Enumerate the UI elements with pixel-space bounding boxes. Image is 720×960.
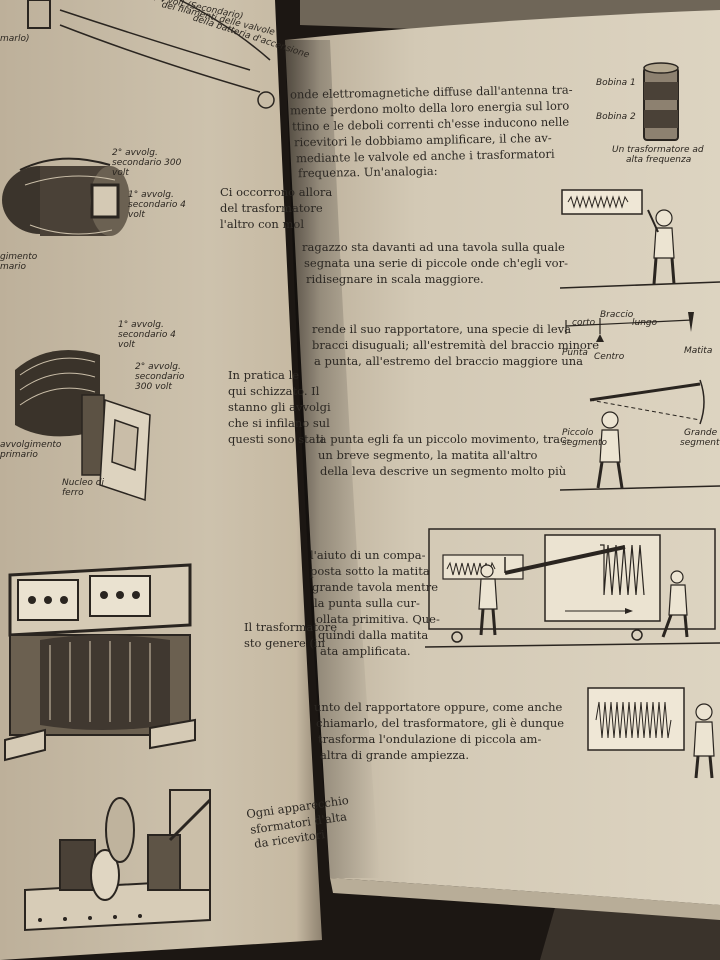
left-text-a-line3: l'altro con mol — [220, 217, 305, 231]
label-bobina2: Bobina 2 — [596, 112, 636, 122]
label-grande-line2: segmento — [680, 438, 720, 448]
label-centro: Centro — [594, 352, 625, 362]
top-label-marlo: marlo) — [0, 34, 30, 44]
label-piccolo-line1: Piccolo — [562, 428, 594, 438]
para2-line3: ridisegnare in scala maggiore. — [306, 272, 484, 286]
para4-line3: della leva descrive un segmento molto pi… — [320, 464, 567, 478]
para5-line1: l'aiuto di un compa- — [310, 548, 426, 562]
pantograph-board-figure — [425, 528, 720, 648]
caption-line1: Un trasformatore ad — [612, 145, 704, 155]
para1-line6: frequenza. Un'analogia: — [297, 163, 438, 181]
hf-transformer-figure — [643, 62, 679, 141]
para6-line4: altra di grande ampiezza. — [320, 748, 470, 762]
lever-diagram — [565, 312, 694, 342]
left-text-b-line2: qui schizzato. Il — [228, 384, 320, 398]
boy-small-wave-figure — [560, 189, 720, 289]
para4-line2: un breve segmento, la matita all'altro — [318, 448, 538, 462]
fig2-label-1st-secondary: 1° avvolg. secondario 4 volt — [118, 320, 176, 350]
caption-line2: alta frequenza — [626, 155, 692, 165]
left-text-c-line1: Il trasformatore — [244, 620, 338, 634]
para3-line3: a punta, all'estremo del braccio maggior… — [314, 354, 584, 368]
amplified-wave-figure — [587, 687, 715, 779]
para5-line7: ata amplificata. — [320, 644, 411, 658]
label-piccolo-line2: segmento — [562, 438, 607, 448]
right-page — [285, 10, 720, 905]
label-braccio: Braccio — [600, 310, 634, 320]
left-text-a-line2: del trasformatore — [220, 201, 323, 215]
fig2-label-2nd-secondary: 2° avvolg. secondario 300 volt — [135, 362, 185, 392]
para5-line3: grande tavola mentre — [312, 580, 439, 594]
para6-line3: trasforma l'ondulazione di piccola am- — [318, 732, 542, 746]
para3-line2: bracci disuguali; all'estremità del brac… — [312, 338, 600, 352]
left-text-a-line1: Ci occorrono allora — [220, 185, 333, 199]
para6-line1: unto del rapportatore oppure, come anche — [314, 700, 563, 714]
para2-line2: segnata una serie di piccole onde ch'egl… — [304, 256, 568, 270]
fig1-label-primary: gimento mario — [0, 252, 38, 272]
left-text-c-line2: sto genere (in — [244, 636, 326, 650]
coil-figure-2 — [15, 350, 151, 502]
para6-line2: chiamarlo, del trasformatore, gli è dunq… — [316, 716, 565, 730]
boy-lever-figure — [560, 379, 720, 491]
para5-line5: ollata primitiva. Que- — [316, 612, 440, 626]
para4-line1: la punta egli fa un piccolo movimento, t… — [316, 432, 571, 446]
fig2-label-primary: avvolgimento primario — [0, 440, 62, 460]
coil-figure-1 — [2, 157, 130, 236]
para5-line6: quindi dalla matita — [318, 628, 429, 642]
left-text-b-line1: In pratica le — [228, 368, 300, 382]
fig2-label-iron-core: Nucleo di ferro — [62, 478, 105, 498]
fig1-label-2nd-secondary: 2° avvolg. secondario 300 volt — [112, 148, 182, 178]
label-matita: Matita — [684, 346, 713, 356]
label-corto: corto — [572, 318, 596, 328]
para2-line1: ragazzo sta davanti ad una tavola sulla … — [302, 240, 565, 254]
fig1-label-1st-secondary: 1° avvolg. secondario 4 volt — [128, 190, 186, 220]
transformer-terminal-figure — [4, 563, 196, 762]
para5-line2: posta sotto la matita — [310, 564, 430, 578]
para5-line4: la punta sulla cur- — [314, 596, 420, 610]
label-grande-line1: Grande — [684, 428, 718, 438]
top-transformer-figure — [27, 0, 275, 109]
left-text-b-line4: che si infilano sul — [228, 416, 330, 430]
left-text-b-line5: questi sono stati — [228, 432, 324, 446]
receiver-figure — [24, 789, 212, 932]
para3-line1: rende il suo rapportatore, una specie di… — [312, 322, 572, 336]
label-bobina1: Bobina 1 — [596, 78, 636, 88]
left-text-b-line3: stanno gli avvolgi — [228, 400, 331, 414]
label-lungo: lungo — [632, 318, 658, 328]
label-punta: Punta — [562, 348, 588, 358]
